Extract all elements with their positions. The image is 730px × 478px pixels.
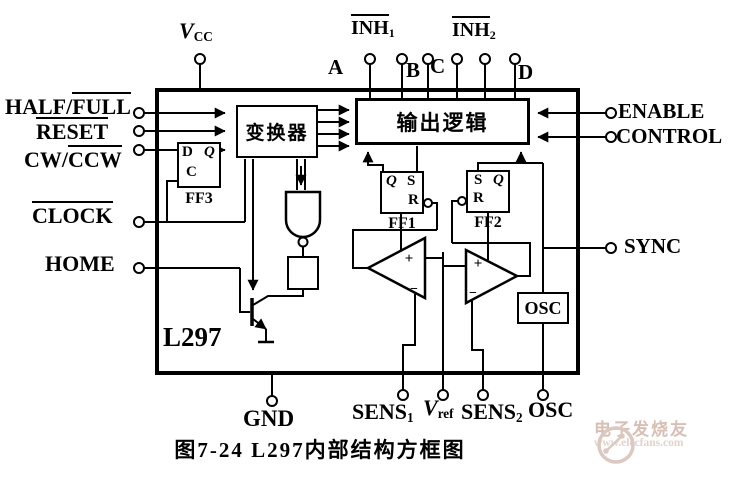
phase-b-label: B [406,58,421,82]
chip-name-label: L297 [163,322,222,352]
comparator-plus-label: + [474,256,483,272]
ff2-block: S Q R [466,170,510,213]
terminal-vcc [194,53,206,65]
output-logic-block: 输出逻辑 [355,98,530,145]
control-pin-label: CONTROL [616,124,723,148]
ff2-reset-bubble [457,196,467,206]
terminal-osc [537,389,549,401]
chopper-block [287,256,319,290]
inh1-pin-label: INH1 [351,14,395,39]
sync-pin-label: SYNC [624,234,682,258]
reset-pin-label: RESET [36,117,109,144]
terminal-home [133,262,145,274]
osc-block: OSC [517,292,569,324]
ff3-label: FF3 [185,190,213,207]
clock-pin-label: CLOCK [32,201,113,228]
phase-c-label: C [430,54,446,78]
comparator-minus-label: − [410,282,418,297]
vref-pin-label: Vref [423,395,454,421]
inverter-bubble [297,236,309,248]
terminal-a [364,53,376,65]
transistor [250,298,274,344]
terminal-sens2 [477,389,489,401]
figure-caption: 图7-24 L297内部结构方框图 [174,438,466,462]
home-pin-label: HOME [45,251,115,276]
watermark-url: www.elecfans.com [594,437,684,449]
ff1-block: Q S R [380,171,424,214]
wire-set [144,64,606,396]
half-full-pin-label: HALF/FULL [5,92,131,119]
terminal-d [509,53,521,65]
terminal-sens1 [397,389,409,401]
terminal-c [451,53,463,65]
inh2-pin-label: INH2 [452,16,496,41]
terminal-control [605,131,617,143]
terminal-inh2 [479,53,491,65]
ff3-block: D Q C [177,142,221,188]
sens1-pin-label: SENS1 [352,399,414,425]
elecfans-logo-icon [597,426,635,464]
terminals [133,53,617,407]
comparator-minus-label: − [469,286,477,301]
vcc-pin-label: VCC [179,18,213,44]
enable-pin-label: ENABLE [618,99,705,123]
ff2-label: FF2 [474,214,502,231]
watermark: 电子发烧友 www.elecfans.com [594,420,689,464]
terminal-b [422,53,434,65]
comparator-left: + − [365,235,427,301]
phase-a-label: A [328,55,344,79]
ff3-c-input: C [186,164,197,180]
terminal-enable [605,107,617,119]
terminal-cw-ccw [133,144,145,156]
sens2-pin-label: SENS2 [461,399,523,425]
ff1-r-input: R [408,192,419,208]
converter-block: 变换器 [236,105,318,158]
ff2-q-output: Q [493,172,504,188]
ff1-q-output: Q [386,173,397,189]
comparator-right: + − [464,247,520,306]
ff2-r-input: R [473,190,484,206]
terminal-vref [437,389,449,401]
ff3-d-input: D [182,144,193,160]
osc-pin-label: OSC [528,397,574,422]
gnd-pin-label: GND [243,406,295,431]
ff1-reset-bubble [423,198,433,208]
phase-d-label: D [518,60,534,84]
ff1-s-input: S [407,173,416,189]
terminal-reset [133,125,145,137]
terminal-clock [133,216,145,228]
terminal-inh1 [396,53,408,65]
ff1-label: FF1 [388,215,416,232]
terminal-sync [605,242,617,254]
chip-outline [155,88,580,375]
terminal-gnd [266,395,278,407]
terminal-half-full [133,107,145,119]
cw-ccw-pin-label: CW/CCW [24,145,122,172]
comparator-plus-label: + [405,251,414,267]
ff2-s-input: S [474,172,483,188]
ff3-q-output: Q [204,144,215,160]
nand-gate [284,190,322,248]
watermark-title: 电子发烧友 [594,420,689,439]
